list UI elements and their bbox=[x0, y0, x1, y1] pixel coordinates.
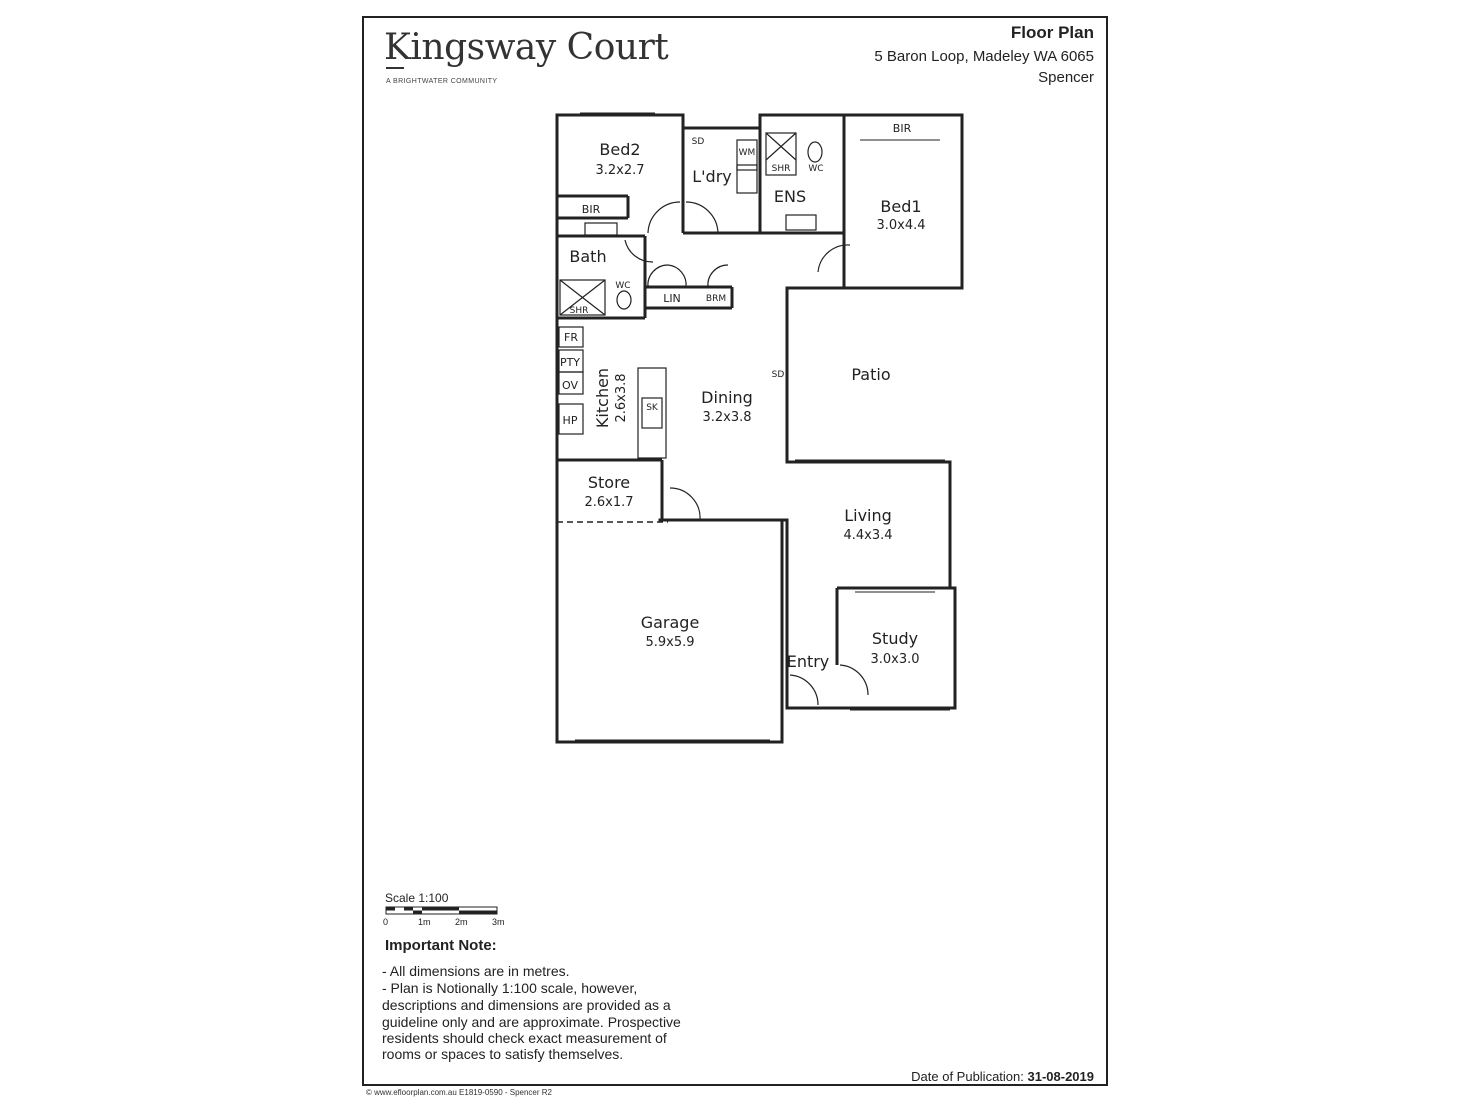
room-name-bed1: Bed1 bbox=[880, 197, 921, 216]
room-dim-garage: 5.9x5.9 bbox=[645, 635, 694, 650]
room-name-entry: Entry bbox=[787, 652, 830, 671]
label-shr-ens: SHR bbox=[772, 164, 791, 174]
door-swing-bed1 bbox=[817, 244, 851, 273]
label-pty: PTY bbox=[560, 356, 580, 369]
label-sd-dining: SD bbox=[772, 370, 785, 380]
room-dim-store: 2.6x1.7 bbox=[584, 495, 633, 510]
room-name-study: Study bbox=[872, 629, 918, 648]
scale-bar bbox=[385, 906, 498, 915]
scale-tick-1: 1m bbox=[418, 917, 431, 927]
fridge-space bbox=[558, 326, 584, 348]
room-name-store: Store bbox=[588, 473, 630, 492]
washing-machine bbox=[736, 139, 758, 171]
door-swing-store bbox=[669, 487, 701, 521]
note-line: - All dimensions are in metres. bbox=[382, 963, 570, 979]
outer-wall-patio-edge bbox=[785, 286, 952, 590]
label-shr-bath: SHR bbox=[570, 306, 589, 316]
kitchen-island bbox=[637, 367, 667, 459]
door-swing-broom bbox=[707, 264, 729, 288]
room-name-garage: Garage bbox=[641, 613, 700, 632]
label-brm: BRM bbox=[706, 294, 726, 304]
label-sk: SK bbox=[646, 403, 659, 413]
door-swing-bath-hall bbox=[624, 239, 654, 263]
door-swing-entry bbox=[789, 674, 819, 706]
note-line: - Plan is Notionally 1:100 scale, howeve… bbox=[382, 980, 638, 996]
note-title: Important Note: bbox=[385, 937, 497, 954]
room-dim-bed2: 3.2x2.7 bbox=[595, 163, 644, 178]
room-name-patio: Patio bbox=[851, 365, 890, 384]
label-hp: HP bbox=[563, 414, 578, 427]
room-name-living: Living bbox=[844, 506, 892, 525]
laundry-trough bbox=[736, 164, 758, 194]
toilet-ens bbox=[807, 141, 823, 163]
kitchen-sink bbox=[641, 397, 663, 429]
scale-tick-3: 3m bbox=[492, 917, 505, 927]
room-name-ensuite: ENS bbox=[774, 187, 806, 206]
room-name-kitchen: Kitchen bbox=[593, 368, 612, 428]
room-dim-bed1: 3.0x4.4 bbox=[876, 218, 925, 233]
plan-title: Floor Plan bbox=[1010, 23, 1094, 42]
vanity-bath bbox=[584, 222, 618, 236]
door-swing-bath bbox=[647, 201, 681, 234]
label-sd-laundry: SD bbox=[692, 137, 705, 147]
room-name-bed2: Bed2 bbox=[599, 140, 640, 159]
label-wc-bath: WC bbox=[615, 281, 630, 291]
shower-ens bbox=[765, 132, 797, 176]
note-line: guideline only and are approximate. Pros… bbox=[382, 1014, 681, 1030]
note-line: descriptions and dimensions are provided… bbox=[382, 997, 671, 1013]
scale-tick-2: 2m bbox=[455, 917, 468, 927]
plan-model: Spencer bbox=[1038, 69, 1094, 86]
outer-wall-north-mid bbox=[681, 113, 846, 235]
publication-date: Date of Publication: 31-08-2019 bbox=[911, 1069, 1094, 1084]
label-wc-ens: WC bbox=[808, 164, 823, 174]
note-line: rooms or spaces to satisfy themselves. bbox=[382, 1046, 624, 1062]
scale-tick-0: 0 bbox=[383, 917, 389, 927]
room-dim-dining: 3.2x3.8 bbox=[702, 410, 751, 425]
label-lin: LIN bbox=[663, 292, 681, 305]
label-wm: WM bbox=[739, 148, 756, 158]
brand-rule bbox=[386, 67, 404, 69]
door-swing-study bbox=[839, 664, 869, 696]
note-line: residents should check exact measurement… bbox=[382, 1030, 667, 1046]
outer-wall-entry bbox=[658, 518, 820, 710]
door-swing-linen bbox=[647, 264, 687, 288]
outer-wall-bed1 bbox=[785, 113, 964, 290]
label-fr: FR bbox=[564, 331, 578, 344]
room-name-dining: Dining bbox=[701, 388, 753, 407]
oven bbox=[558, 371, 584, 395]
label-bir-bed2: BIR bbox=[582, 203, 601, 216]
toilet-bath bbox=[616, 290, 632, 310]
plan-sheet-border bbox=[362, 16, 1108, 1086]
plan-address: 5 Baron Loop, Madeley WA 6065 bbox=[874, 48, 1094, 65]
room-dim-kitchen: 2.6x3.8 bbox=[614, 373, 629, 422]
label-bir-bed1: BIR bbox=[893, 122, 912, 135]
room-name-bath: Bath bbox=[569, 247, 606, 266]
room-dim-living: 4.4x3.4 bbox=[843, 528, 892, 543]
shower-bath bbox=[559, 279, 606, 316]
outer-wall-west bbox=[555, 113, 685, 744]
copyright-text: © www.efloorplan.com.au E1819-0590 - Spe… bbox=[366, 1088, 552, 1097]
scale-label: Scale 1:100 bbox=[385, 891, 449, 905]
door-swing-laundry bbox=[685, 201, 719, 234]
publication-label: Date of Publication: bbox=[911, 1069, 1024, 1084]
brand-logo-text: Kingsway Court bbox=[384, 27, 669, 68]
hotplate bbox=[558, 403, 584, 435]
room-dim-study: 3.0x3.0 bbox=[870, 652, 919, 667]
brand-tagline: A BRIGHTWATER COMMUNITY bbox=[386, 78, 498, 85]
publication-date-value: 31-08-2019 bbox=[1027, 1069, 1095, 1084]
vanity-ens bbox=[785, 214, 817, 231]
outer-wall-garage bbox=[555, 518, 784, 744]
outer-wall-study bbox=[816, 586, 957, 710]
room-name-laundry: L'dry bbox=[692, 167, 732, 186]
label-ov: OV bbox=[562, 379, 578, 392]
